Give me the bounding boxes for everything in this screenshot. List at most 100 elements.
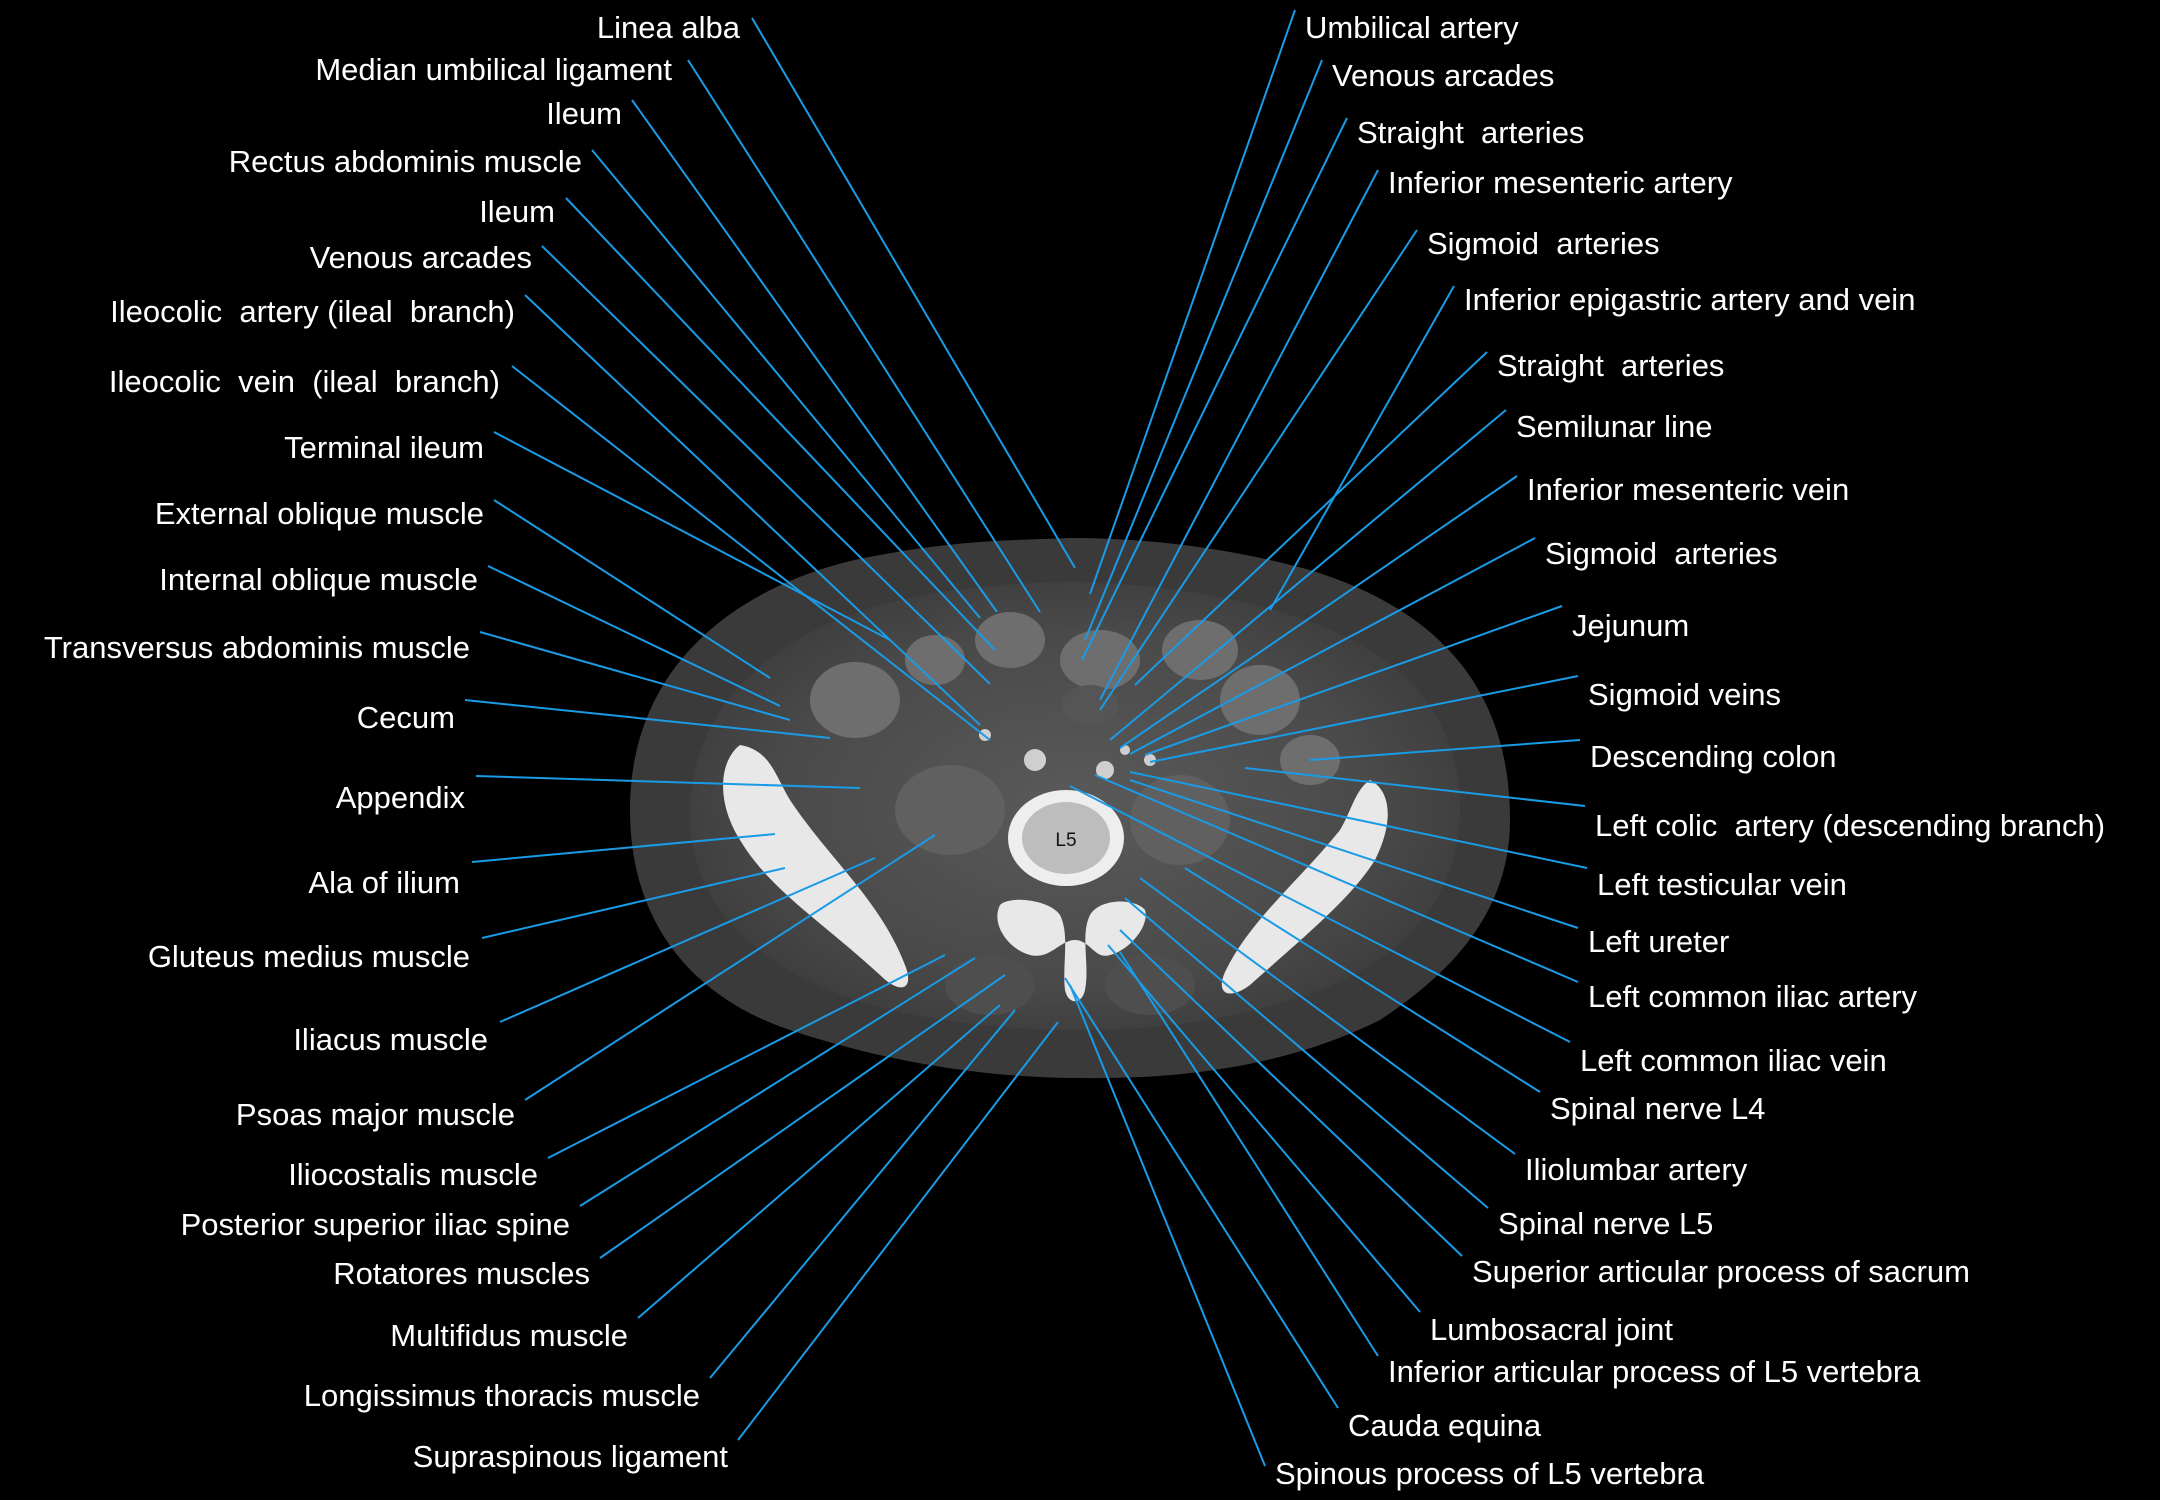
left-label: Ileocolic vein (ileal branch) [109,364,500,399]
left-leader-line [541,245,991,685]
right-leader-line [1139,877,1516,1155]
right-leader-line [1069,984,1266,1467]
right-leader-line [1119,929,1463,1257]
leader-lines [464,9,1588,1467]
left-leader-line [493,431,891,641]
left-label: Ileum [479,194,555,229]
left-label: Median umbilical ligament [315,52,672,87]
right-label: Venous arcades [1332,58,1554,93]
right-label: Jejunum [1572,608,1689,643]
left-leader-line [591,149,981,619]
right-leader-line [1119,475,1518,749]
left-leader-line [709,1009,1016,1379]
left-label: Iliocostalis muscle [288,1157,538,1192]
left-label: Appendix [336,780,466,815]
right-leader-line [1129,537,1536,755]
right-label: Left ureter [1588,924,1729,959]
left-label: Ala of ilium [308,865,460,900]
left-label: Internal oblique muscle [159,562,478,597]
left-label: Linea alba [597,10,741,45]
left-leader-line [479,631,791,721]
left-label: Supraspinous ligament [413,1439,729,1474]
right-label: Left common iliac artery [1588,979,1918,1014]
right-label: Semilunar line [1516,409,1712,444]
left-leader-line [475,775,861,789]
left-label: Psoas major muscle [236,1097,515,1132]
right-leader-line [1134,351,1488,686]
right-label: Cauda equina [1348,1408,1542,1443]
right-label: Sigmoid arteries [1427,226,1660,261]
right-label: Left testicular vein [1597,867,1847,902]
right-leader-line [1184,867,1541,1093]
left-leader-line [579,957,976,1207]
right-label: Left common iliac vein [1580,1043,1887,1078]
vertebra-label: L5 [1055,830,1076,851]
left-leader-line [631,99,998,613]
right-leader-line [1269,285,1455,611]
right-label: Straight arteries [1497,348,1724,383]
left-label: Cecum [357,700,455,735]
iliac-bones [723,745,1388,994]
right-label: Sigmoid veins [1588,677,1781,712]
left-label: Rectus abdominis muscle [229,144,582,179]
ct-scan-image: L5 [630,538,1510,1079]
right-label: Iliolumbar artery [1525,1152,1748,1187]
right-leader-line [1064,977,1339,1409]
right-leader-line [1094,774,1579,983]
left-leader-line [547,954,946,1159]
right-leader-line [1149,675,1579,763]
right-leader-line [1309,739,1581,761]
right-leader-line [1084,59,1323,641]
left-leader-line [487,565,781,707]
right-leader-line [1089,9,1296,595]
right-leader-line [1081,117,1348,661]
right-label: Spinous process of L5 vertebra [1275,1456,1705,1491]
right-label: Spinal nerve L5 [1498,1206,1713,1241]
left-leader-line [493,499,771,679]
right-label: Inferior mesenteric vein [1527,472,1849,507]
right-leader-line [1124,897,1489,1209]
left-leader-line [499,857,876,1023]
left-label: Gluteus medius muscle [148,939,470,974]
left-leader-line [464,699,831,739]
left-leader-line [599,974,1006,1259]
left-leader-line [481,867,786,939]
left-leader-line [511,365,991,741]
right-leader-line [1107,944,1421,1313]
right-leader-line [1069,785,1571,1043]
right-leader-line [1099,229,1418,711]
right-label: Superior articular process of sacrum [1472,1254,1970,1289]
left-leader-line [737,1021,1059,1441]
left-leader-line [687,59,1041,613]
l5-cancellous-bone [1022,802,1110,874]
left-leader-line [524,834,936,1101]
right-leader-line [1119,951,1379,1357]
right-label: Lumbosacral joint [1430,1312,1673,1347]
vessels [979,729,1156,779]
right-label: Inferior mesenteric artery [1388,165,1733,200]
left-label: Multifidus muscle [390,1318,628,1353]
left-leader-line [751,17,1076,569]
left-label: Longissimus thoracis muscle [304,1378,700,1413]
left-leader-line [524,294,981,726]
right-leader-line [1109,409,1507,741]
right-leader-line [1129,771,1588,869]
right-label: Left colic artery (descending branch) [1595,808,2105,843]
left-label: Posterior superior iliac spine [181,1207,570,1242]
right-label: Inferior epigastric artery and vein [1464,282,1915,317]
right-leader-line [1099,169,1379,701]
right-label: Inferior articular process of L5 vertebr… [1388,1354,1921,1389]
left-leader-line [637,1004,1001,1319]
left-label: Rotatores muscles [333,1256,590,1291]
right-label: Umbilical artery [1305,10,1519,45]
right-label: Spinal nerve L4 [1550,1091,1765,1126]
right-label: Sigmoid arteries [1545,536,1778,571]
left-label: Transversus abdominis muscle [44,630,470,665]
left-label: Terminal ileum [284,430,484,465]
left-label: Iliacus muscle [293,1022,488,1057]
left-leader-line [471,833,776,863]
left-label: Venous arcades [310,240,532,275]
right-label: Straight arteries [1357,115,1584,150]
